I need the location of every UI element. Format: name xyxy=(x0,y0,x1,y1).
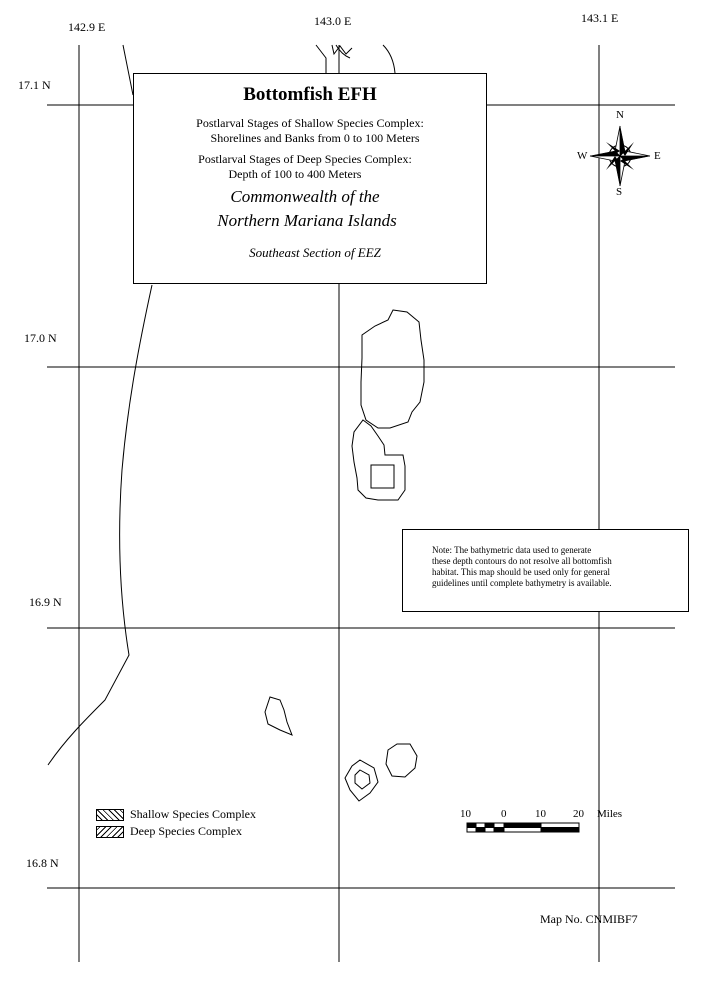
compass-w-label: W xyxy=(577,150,588,162)
lon-label-142-9: 142.9 E xyxy=(68,20,106,34)
scale-unit: Miles xyxy=(597,808,623,820)
bank-south-inner xyxy=(354,769,371,790)
bank-round xyxy=(385,743,418,778)
note-line: habitat. This map should be used only fo… xyxy=(432,567,611,577)
deep-desc-line1: Postlarval Stages of Deep Species Comple… xyxy=(198,152,412,166)
compass-s-label: S xyxy=(616,186,623,198)
compass-e-label: E xyxy=(654,150,661,162)
shallow-desc-line2: Shorelines and Banks from 0 to 100 Meter… xyxy=(210,131,420,145)
eez-boundary-line xyxy=(47,44,153,766)
note-line: Note: The bathymetric data used to gener… xyxy=(432,545,592,555)
shallow-desc-line1: Postlarval Stages of Shallow Species Com… xyxy=(196,116,424,130)
lat-label-17-0: 17.0 N xyxy=(24,331,57,345)
deep-desc-line2: Depth of 100 to 400 Meters xyxy=(228,167,362,181)
title-box: Bottomfish EFH Postlarval Stages of Shal… xyxy=(133,73,487,284)
legend-deep: Deep Species Complex xyxy=(96,824,242,839)
shallow-hatch-swatch xyxy=(96,808,124,821)
lat-label-16-9: 16.9 N xyxy=(29,595,62,609)
scale-tick-20: 20 xyxy=(573,808,584,820)
bank-large xyxy=(360,309,425,429)
note-line: these depth contours do not resolve all … xyxy=(432,556,612,566)
legend-shallow: Shallow Species Complex xyxy=(96,807,256,822)
lat-label-17-1: 17.1 N xyxy=(18,78,51,92)
region-line2: Northern Mariana Islands xyxy=(217,211,397,230)
lat-label-16-8: 16.8 N xyxy=(26,856,59,870)
scale-tick-10-left: 10 xyxy=(460,808,471,820)
scale-tick-0: 0 xyxy=(501,808,507,820)
bank-mid xyxy=(351,419,406,501)
bank-mid-inner xyxy=(370,464,395,489)
compass-n-label: N xyxy=(616,109,624,121)
legend-deep-label: Deep Species Complex xyxy=(130,824,242,838)
section-label: Southeast Section of EEZ xyxy=(249,245,381,260)
deep-hatch-swatch xyxy=(96,825,124,838)
map-number: Map No. CNMIBF7 xyxy=(540,912,638,926)
bank-outlines xyxy=(264,309,425,802)
lon-label-143-0: 143.0 E xyxy=(314,14,352,28)
bank-south-outer xyxy=(344,759,379,802)
bathymetry-note: Note: The bathymetric data used to gener… xyxy=(402,529,689,612)
note-line: guidelines until complete bathymetry is … xyxy=(432,578,612,588)
lon-label-143-1: 143.1 E xyxy=(581,11,619,25)
compass-rose xyxy=(589,125,651,187)
top-contours xyxy=(315,44,396,74)
legend-shallow-label: Shallow Species Complex xyxy=(130,807,256,821)
scale-bar xyxy=(466,822,580,833)
map-title: Bottomfish EFH xyxy=(243,84,377,105)
region-line1: Commonwealth of the xyxy=(230,187,380,206)
bank-small-west xyxy=(264,696,293,736)
scale-tick-10: 10 xyxy=(535,808,546,820)
